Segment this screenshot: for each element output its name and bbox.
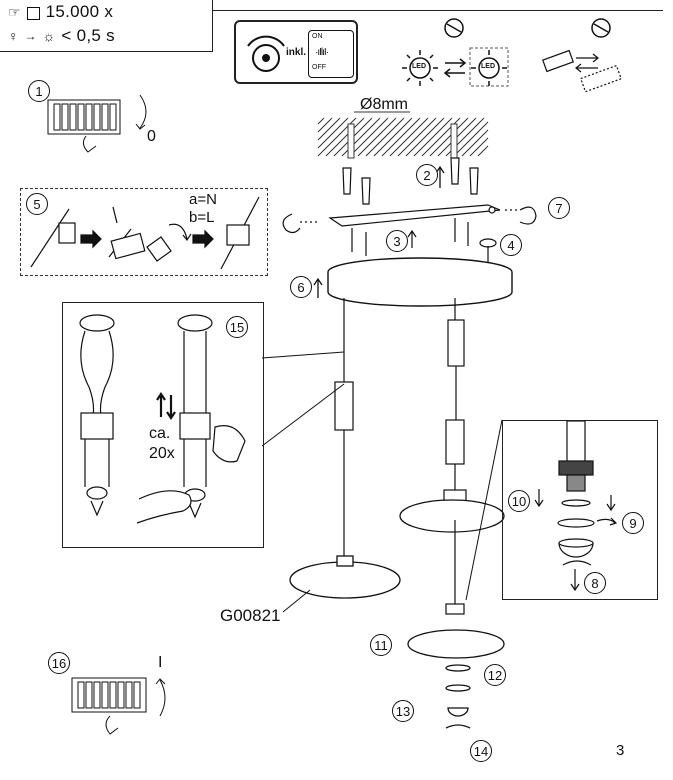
- step-13-marker: 13: [392, 700, 414, 722]
- cycles-value: 15.000 x: [45, 2, 114, 21]
- up-down-arrows-icon: [156, 392, 176, 420]
- step-14-marker: 14: [470, 740, 492, 762]
- step-1-marker: 1: [28, 80, 50, 102]
- rotate-arrow-step7: [505, 206, 537, 225]
- sound-wave-icon: ·ıIlıI·: [315, 47, 329, 58]
- wire-label-b: b=L: [189, 209, 215, 226]
- wiring-diagram: [30, 196, 260, 270]
- step-15-marker: 15: [226, 316, 248, 338]
- repeat-count-line1: ca.: [149, 425, 171, 442]
- leader-line-bottom: [261, 383, 345, 447]
- wire-label-a: a=N: [189, 191, 217, 208]
- pendant-cable-center: [445, 520, 465, 615]
- arrow-up-step6: [313, 277, 323, 298]
- sun-light-icon: ☼: [42, 28, 56, 44]
- step-16-marker: 16: [48, 652, 70, 674]
- arrow-right-icon: →: [24, 29, 37, 43]
- spec-box: ☞ 15.000 x ♀ → ☼ < 0,5 s: [0, 0, 213, 52]
- on-off-switch: ON ·ıIlıI· OFF: [308, 30, 354, 78]
- led-bulb-left-icon: [402, 50, 438, 86]
- step-10-marker: 10: [508, 490, 530, 512]
- wiring-step-box: a=N b=L: [20, 188, 268, 276]
- led-label-right: LED: [481, 63, 495, 70]
- leader-line-top: [261, 351, 345, 359]
- technician-icon-left: [444, 18, 464, 38]
- step-6-marker: 6: [290, 276, 312, 298]
- switch-off-label: 0: [147, 128, 156, 145]
- leader-line-inset: [465, 419, 503, 601]
- switch-box-icon: [26, 6, 40, 20]
- shade-left: [289, 555, 401, 599]
- on-label: ON: [312, 33, 323, 40]
- ceiling-canopy: [327, 257, 513, 307]
- breaker-panel-step16: [71, 677, 166, 735]
- pendant-cable-right: [443, 298, 467, 503]
- step-3-marker: 3: [386, 230, 408, 252]
- time-row: ♀ → ☼ < 0,5 s: [8, 26, 115, 46]
- dimmer-badge: inkl. ON ·ıIlıI· OFF: [234, 20, 358, 84]
- step-7-marker: 7: [548, 197, 570, 219]
- led-label-left: LED: [412, 63, 426, 70]
- top-rule: [213, 10, 663, 11]
- mounting-bracket: [328, 204, 501, 227]
- repeat-count-line2: 20x: [149, 445, 175, 462]
- cable-adjust-diagram: [79, 314, 246, 524]
- led-bulb-right-icon: [469, 47, 509, 87]
- step-8-marker: 8: [584, 572, 606, 594]
- off-label: OFF: [312, 64, 326, 71]
- swap-arrows-icon: [443, 58, 467, 78]
- breaker-panel-step1: [47, 94, 147, 153]
- step-5-marker: 5: [26, 193, 48, 215]
- step-9-marker: 9: [622, 512, 644, 534]
- step-2-marker: 2: [416, 164, 438, 186]
- shade-detail-inset: [502, 420, 658, 600]
- step-11-marker: 11: [370, 634, 392, 656]
- rotate-arrow-left: [282, 213, 320, 234]
- model-leader: [282, 589, 311, 613]
- wall-plugs: [342, 157, 479, 205]
- technician-icon-right: [591, 18, 611, 38]
- dimmer-label: inkl.: [286, 47, 307, 58]
- driver-unit-icon: [542, 49, 622, 93]
- hand-switch-icon: ☞: [8, 3, 21, 20]
- screws-step3: [351, 218, 469, 256]
- cable-adjust-inset: ca. 20x: [62, 302, 264, 548]
- switch-on-label: I: [158, 654, 163, 671]
- bulb-icon: ♀: [8, 28, 19, 44]
- drill-diameter-label: Ø8mm: [360, 96, 408, 113]
- page-number: 3: [616, 742, 625, 759]
- cycles-row: ☞ 15.000 x: [8, 2, 113, 22]
- shade-bottom: [407, 629, 505, 729]
- shade-detail-diagram: [534, 421, 618, 592]
- step-12-marker: 12: [484, 664, 506, 686]
- shade-middle: [399, 499, 505, 533]
- dimmer-knob-icon: [247, 35, 285, 72]
- step-4-marker: 4: [500, 234, 522, 256]
- rotate-arrow-step4: [479, 238, 497, 262]
- ceiling-hatch: [317, 111, 489, 159]
- pendant-cable-left: [334, 298, 354, 560]
- time-value: < 0,5 s: [61, 26, 115, 45]
- model-code: G00821: [220, 606, 281, 625]
